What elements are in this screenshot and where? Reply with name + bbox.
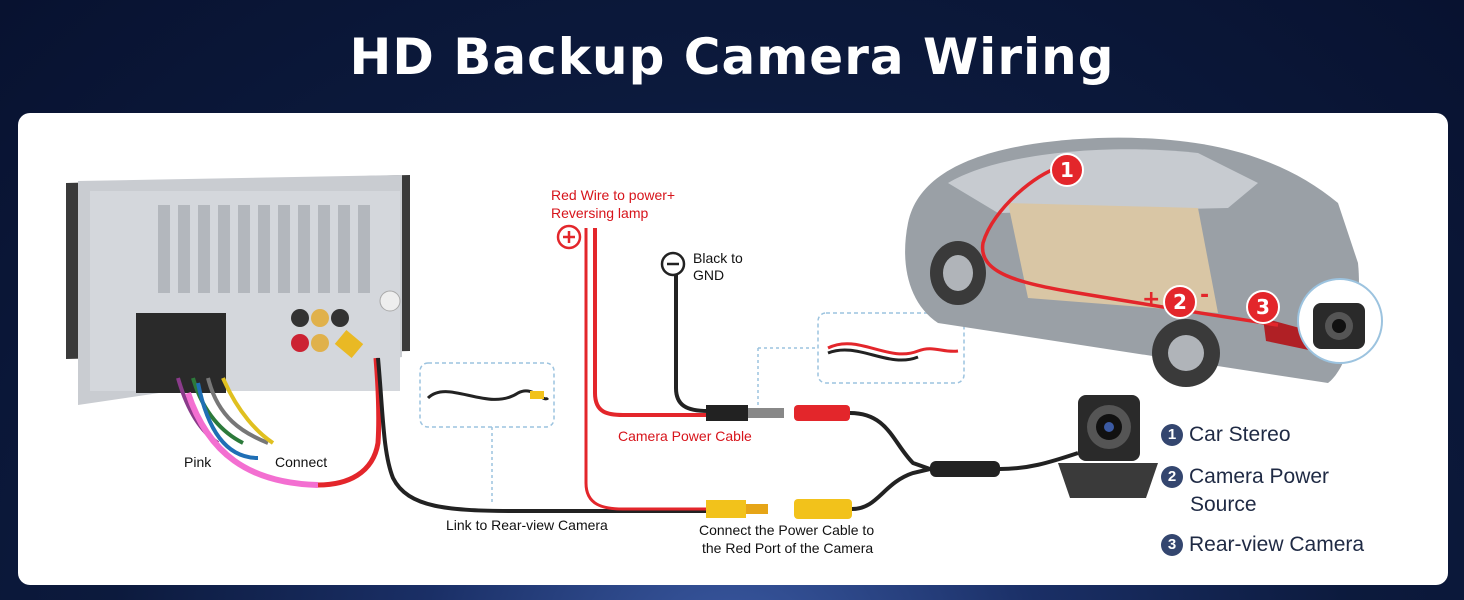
page-title: HD Backup Camera Wiring [349,28,1115,86]
label-link-rear: Link to Rear-view Camera [446,517,608,533]
power-red-wire [593,228,708,417]
callout-plus-sign: + [1142,287,1161,312]
harness-wires [176,377,319,488]
rca-yellow-tip [746,504,768,514]
legend-badge-3: 3 [1161,534,1183,556]
legend-text-3: Rear-view Camera [1189,533,1365,556]
power-red-wire-2 [584,228,708,511]
legend-badge-2: 2 [1161,466,1183,488]
legend-text-1: Car Stereo [1189,423,1291,446]
callout-3: 3 [1246,290,1280,324]
label-connect-power-1: Connect the Power Cable to [699,522,875,538]
legend-badge-1: 1 [1161,424,1183,446]
power-socket [794,405,850,421]
plus-circle-icon [556,224,582,250]
callout-minus-sign: - [1200,283,1210,308]
legend-text-2: Camera Power [1189,465,1330,488]
callout-2: 2 [1163,285,1197,319]
camera-cable-b [851,467,931,511]
label-pink: Pink [184,454,212,470]
diagram-panel: 1 2 3 + - Red Wire to power+ Reversing l… [18,113,1448,585]
car-stereo-unit [66,175,410,405]
power-plug-tip [748,408,784,418]
label-camera-power-cable: Camera Power Cable [618,428,752,444]
connect-red-wire [317,357,382,488]
label-connect: Connect [275,454,328,470]
rca-yellow-male [706,500,746,518]
video-cable [376,357,708,513]
minus-circle-icon [660,251,686,277]
inset-video-cable [419,362,555,428]
label-black-to: Black to [693,250,743,266]
label-reversing-lamp: Reversing lamp [551,205,649,221]
legend-item-1: 1 Car Stereo [1161,423,1291,447]
stereo-rca-plug [334,330,364,358]
car-illustration [905,137,1359,387]
legend-item-2-line2: Source [1190,493,1257,516]
gnd-black-wire [674,263,709,413]
cable-junction [930,461,1000,477]
callout-1: 1 [1050,153,1084,187]
wiring-diagram [66,137,1383,519]
legend-item-2: 2 Camera Power [1161,465,1329,489]
camera-cable-c [999,451,1079,471]
label-red-wire: Red Wire to power+ [551,187,676,203]
rca-yellow-female [794,499,852,519]
inset-power-cable [817,312,965,384]
camera-cable-a [849,411,931,471]
label-gnd: GND [693,267,725,283]
power-plug [706,405,748,421]
label-connect-power-2: the Red Port of the Camera [702,540,874,556]
rear-camera [1058,395,1158,498]
legend-item-3: 3 Rear-view Camera [1161,533,1364,557]
